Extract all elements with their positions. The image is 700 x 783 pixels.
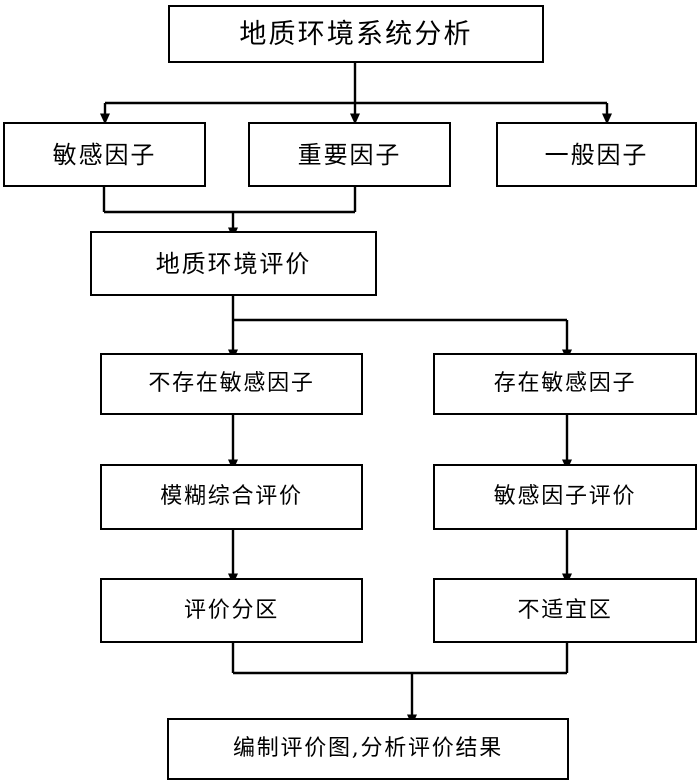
node-unsuitable-zone[interactable]: 不适宜区 [433, 578, 697, 643]
node-general-factor-label: 一般因子 [544, 140, 649, 169]
node-fuzzy-comprehensive-evaluation-label: 模糊综合评价 [160, 484, 303, 509]
node-has-sensitive-factor[interactable]: 存在敏感因子 [433, 353, 697, 415]
node-general-factor[interactable]: 一般因子 [496, 122, 697, 187]
node-final-output[interactable]: 编制评价图,分析评价结果 [167, 718, 569, 780]
node-unsuitable-zone-label: 不适宜区 [517, 597, 613, 623]
node-has-sensitive-factor-label: 存在敏感因子 [493, 371, 637, 396]
node-sensitive-factor-label: 敏感因子 [52, 140, 157, 169]
node-evaluation-zoning[interactable]: 评价分区 [100, 578, 363, 643]
node-important-factor-label: 重要因子 [297, 140, 402, 169]
node-title-box-label: 地质环境系统分析 [239, 18, 473, 50]
node-sensitive-factor-evaluation-label: 敏感因子评价 [493, 484, 637, 509]
node-no-sensitive-factor-label: 不存在敏感因子 [148, 371, 315, 396]
node-sensitive-factor[interactable]: 敏感因子 [3, 122, 206, 187]
node-final-output-label: 编制评价图,分析评价结果 [232, 736, 504, 761]
node-geological-evaluation[interactable]: 地质环境评价 [90, 231, 377, 296]
node-fuzzy-comprehensive-evaluation[interactable]: 模糊综合评价 [100, 464, 363, 530]
node-title-box[interactable]: 地质环境系统分析 [168, 5, 544, 63]
node-important-factor[interactable]: 重要因子 [248, 122, 451, 187]
node-sensitive-factor-evaluation[interactable]: 敏感因子评价 [433, 464, 697, 530]
node-no-sensitive-factor[interactable]: 不存在敏感因子 [100, 353, 363, 415]
node-evaluation-zoning-label: 评价分区 [183, 597, 280, 623]
node-geological-evaluation-label: 地质环境评价 [155, 249, 312, 278]
